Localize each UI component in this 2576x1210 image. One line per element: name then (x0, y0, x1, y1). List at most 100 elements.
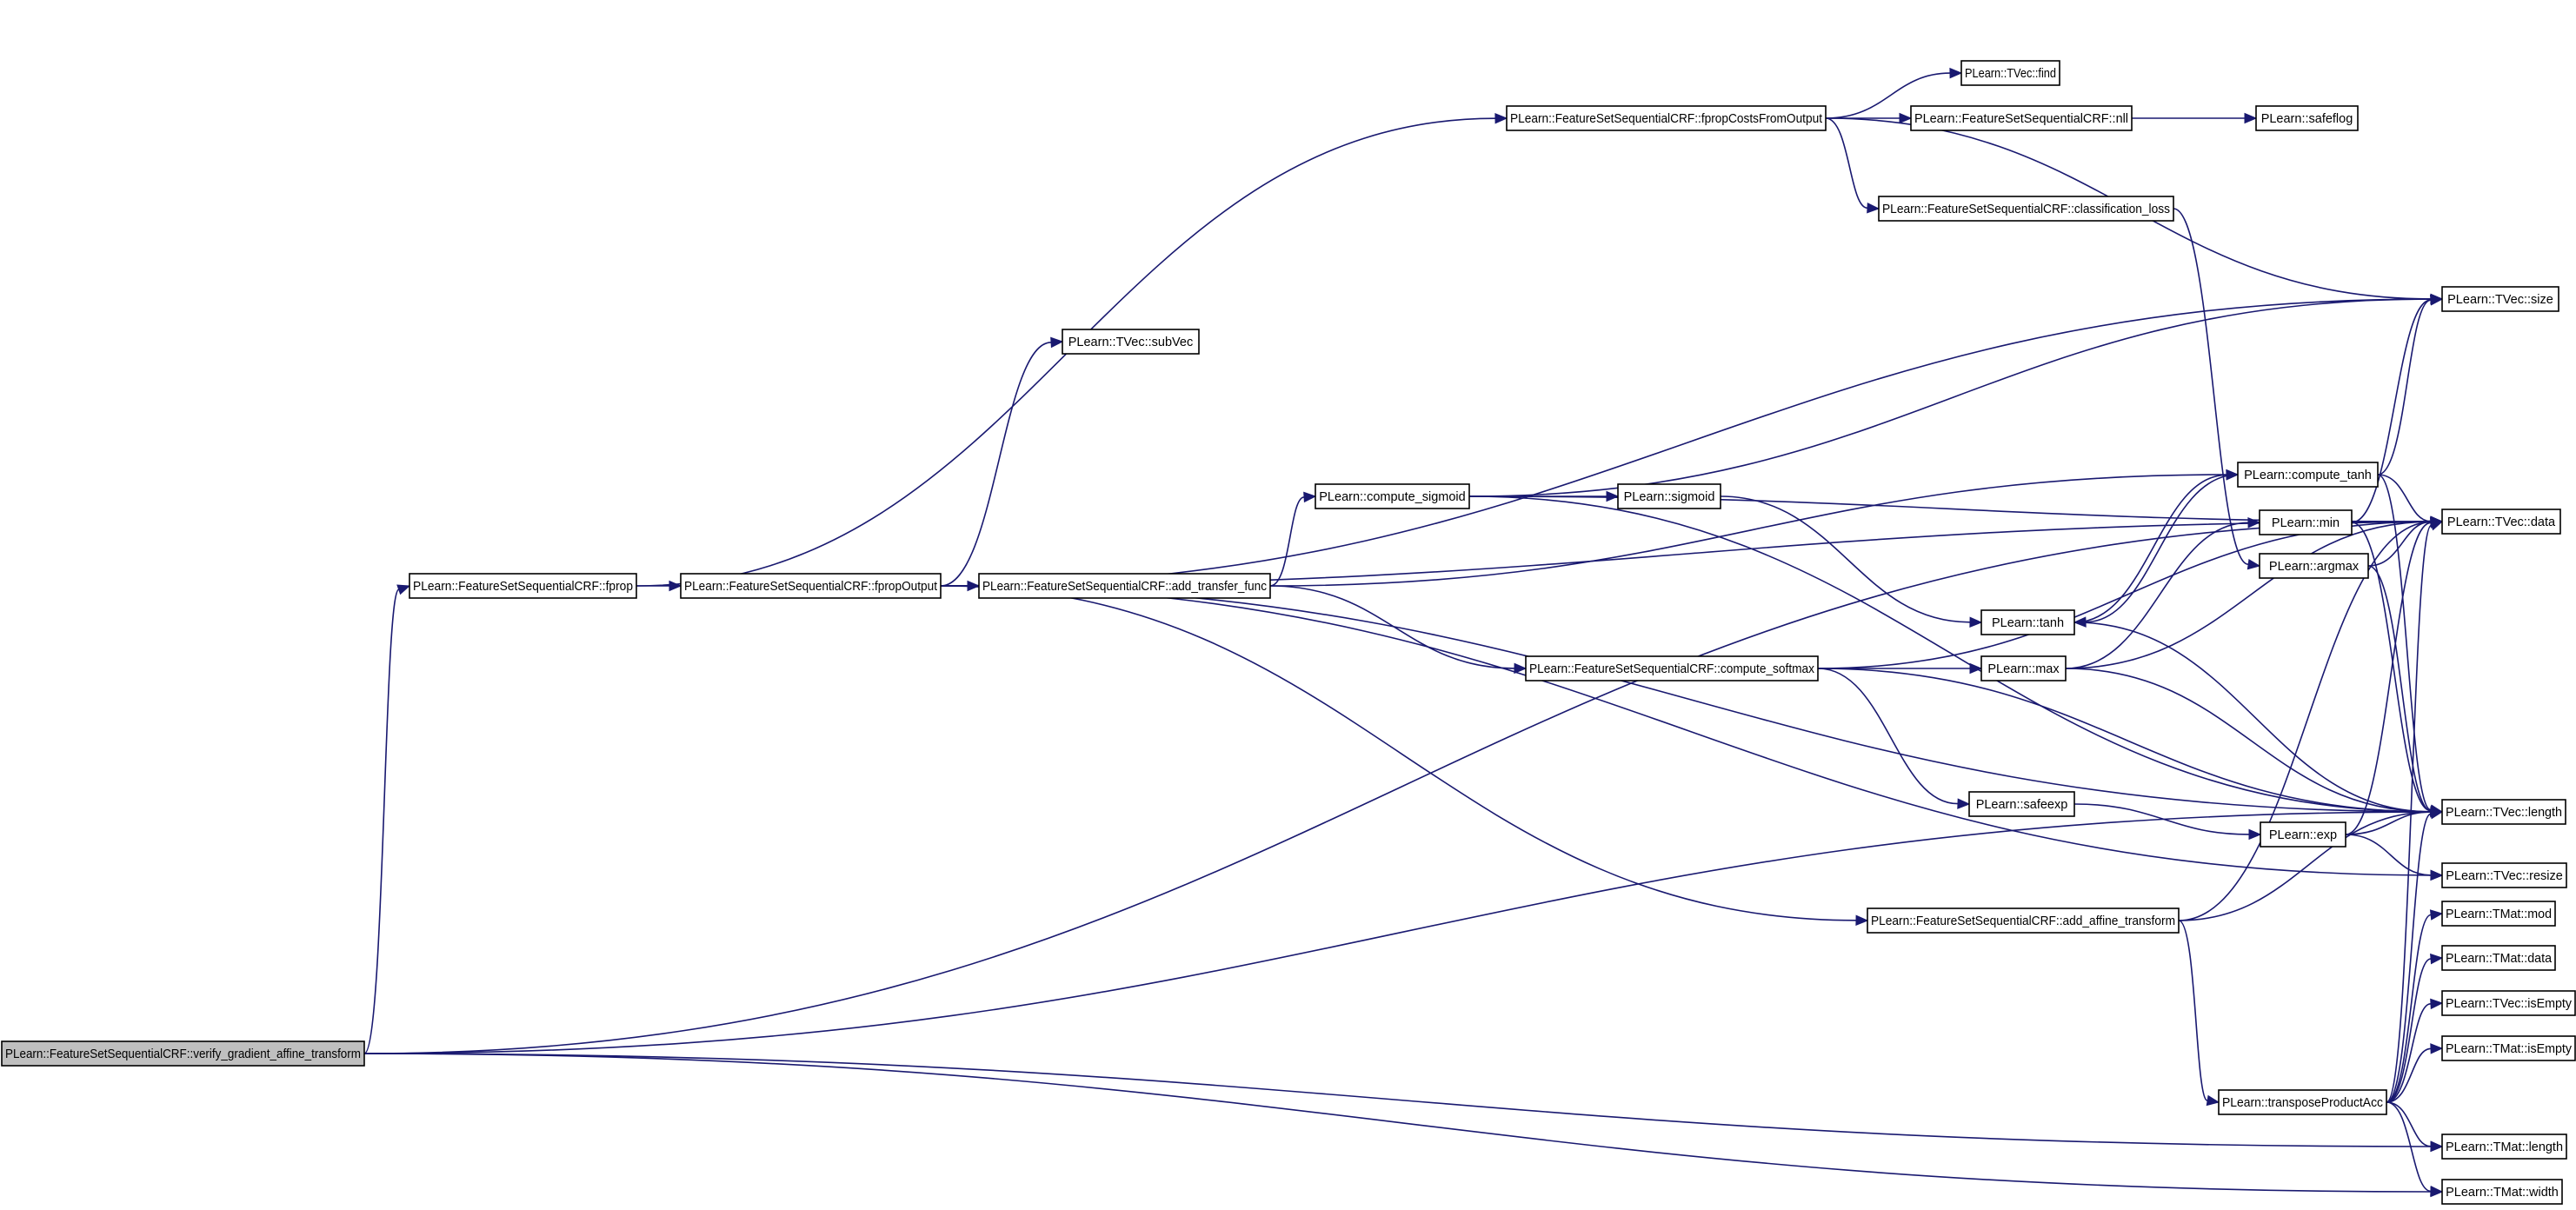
node-tvec_resize[interactable]: PLearn::TVec::resize (2441, 862, 2567, 888)
node-box (2441, 509, 2561, 535)
node-box (1960, 60, 2060, 86)
node-fprop[interactable]: PLearn::FeatureSetSequentialCRF::fprop (409, 573, 637, 599)
edge-line (2073, 622, 2432, 813)
node-add_affine_transform[interactable]: PLearn::FeatureSetSequentialCRF::add_aff… (1867, 908, 2180, 934)
node-tvec_isEmpty[interactable]: PLearn::TVec::isEmpty (2441, 990, 2576, 1016)
node-label: PLearn::max (1987, 662, 2060, 676)
edge-line (2386, 524, 2433, 1103)
edge-line (940, 585, 1857, 921)
arrowhead-icon (2429, 520, 2444, 531)
call-graph-edges (363, 67, 2444, 1198)
node-tvec_size[interactable]: PLearn::TVec::size (2441, 286, 2559, 312)
node-tvec_data[interactable]: PLearn::TVec::data (2441, 509, 2561, 535)
node-box (1062, 329, 1200, 355)
node-transposeProductAcc[interactable]: PLearn::transposeProductAcc (2218, 1089, 2387, 1115)
arrowhead-icon (1514, 662, 1528, 675)
edge-argmax-to-tvec_length (2367, 565, 2444, 816)
edge-line (1817, 668, 2432, 813)
node-add_transfer_func[interactable]: PLearn::FeatureSetSequentialCRF::add_tra… (978, 573, 1271, 599)
arrowhead-icon (396, 584, 411, 595)
node-tmat_data[interactable]: PLearn::TMat::data (2441, 945, 2556, 971)
node-label: PLearn::exp (2269, 828, 2337, 842)
node-box (1968, 791, 2075, 817)
edge-line (1817, 668, 1959, 805)
arrowhead-icon (2429, 909, 2444, 921)
node-box (1617, 483, 1721, 509)
arrowhead-icon (2429, 808, 2444, 820)
node-compute_softmax[interactable]: PLearn::FeatureSetSequentialCRF::compute… (1525, 655, 1819, 681)
edge-line (2073, 474, 2227, 623)
node-nll[interactable]: PLearn::FeatureSetSequentialCRF::nll (1910, 105, 2133, 131)
node-exp[interactable]: PLearn::exp (2260, 821, 2346, 848)
node-safeflog[interactable]: PLearn::safeflog (2255, 105, 2359, 131)
node-label: PLearn::tanh (1992, 616, 2064, 630)
node-box (2441, 799, 2566, 825)
node-verify_gradient_affine_transform[interactable]: PLearn::FeatureSetSequentialCRF::verify_… (1, 1040, 365, 1067)
arrowhead-icon (2430, 1140, 2444, 1152)
edge-line (1269, 474, 2227, 587)
edge-line (2178, 920, 2208, 1101)
edge-add_transfer_func-to-compute_softmax (1269, 585, 1528, 675)
node-argmax[interactable]: PLearn::argmax (2259, 553, 2369, 579)
node-box (1315, 483, 1470, 509)
node-max[interactable]: PLearn::max (1980, 655, 2067, 681)
node-safeexp[interactable]: PLearn::safeexp (1968, 791, 2075, 817)
node-sigmoid[interactable]: PLearn::sigmoid (1617, 483, 1721, 509)
edge-transposeProductAcc-to-tvec_length (2386, 808, 2444, 1103)
node-label: PLearn::FeatureSetSequentialCRF::fpropOu… (684, 580, 937, 594)
node-find[interactable]: PLearn::TVec::find (1960, 60, 2060, 86)
arrowhead-icon (2206, 1094, 2220, 1107)
arrowhead-icon (1050, 336, 1064, 349)
node-subVec[interactable]: PLearn::TVec::subVec (1062, 329, 1200, 355)
node-label: PLearn::TVec::data (2447, 515, 2556, 529)
edge-fpropOutput-to-subVec (940, 336, 1064, 587)
edge-line (1468, 495, 2432, 813)
node-tmat_mod[interactable]: PLearn::TMat::mod (2441, 901, 2556, 927)
edge-line (363, 1053, 2432, 1193)
node-classification_loss[interactable]: PLearn::FeatureSetSequentialCRF::classif… (1878, 196, 2174, 222)
node-box (1910, 105, 2133, 131)
node-label: PLearn::FeatureSetSequentialCRF::fprop (413, 580, 633, 594)
edge-line (2367, 565, 2432, 812)
node-tmat_width[interactable]: PLearn::TMat::width (2441, 1179, 2563, 1205)
arrowhead-icon (2247, 558, 2261, 570)
arrowhead-icon (2430, 1043, 2444, 1054)
edge-line (363, 1053, 2432, 1147)
node-tanh[interactable]: PLearn::tanh (1980, 609, 2075, 635)
node-fpropOutput[interactable]: PLearn::FeatureSetSequentialCRF::fpropOu… (680, 573, 942, 599)
edge-tanh-to-compute_tanh (2073, 469, 2240, 623)
node-label: PLearn::TVec::length (2446, 806, 2562, 820)
edge-verify_gradient_affine_transform-to-tvec_data (363, 515, 2444, 1054)
node-label: PLearn::TVec::find (1965, 67, 2056, 81)
edge-line (940, 585, 2432, 876)
node-box (2255, 105, 2359, 131)
node-box (2441, 990, 2576, 1016)
node-min[interactable]: PLearn::min (2259, 509, 2353, 535)
edge-line (1269, 496, 1305, 587)
node-tmat_length[interactable]: PLearn::TMat::length (2441, 1134, 2567, 1160)
arrowhead-icon (2430, 953, 2444, 965)
node-label: PLearn::TVec::isEmpty (2446, 997, 2573, 1011)
arrowhead-icon (1303, 491, 1317, 503)
node-compute_tanh[interactable]: PLearn::compute_tanh (2237, 462, 2379, 488)
node-box (2441, 286, 2559, 312)
node-label: PLearn::TVec::subVec (1068, 336, 1193, 349)
edge-line (2386, 958, 2432, 1103)
node-box (2259, 553, 2369, 579)
node-compute_sigmoid[interactable]: PLearn::compute_sigmoid (1315, 483, 1470, 509)
arrowhead-icon (1899, 112, 1913, 124)
edge-line (2386, 1002, 2432, 1103)
edge-fpropOutput-to-add_affine_transform (940, 585, 1869, 927)
node-box (2441, 1179, 2563, 1205)
node-tmat_isEmpty[interactable]: PLearn::TMat::isEmpty (2441, 1035, 2576, 1061)
arrowhead-icon (2430, 294, 2444, 306)
node-fpropCostsFromOutput[interactable]: PLearn::FeatureSetSequentialCRF::fpropCo… (1506, 105, 1827, 131)
arrowhead-icon (2248, 828, 2262, 841)
arrowhead-icon (1606, 490, 1620, 502)
edge-compute_tanh-to-tanh (2073, 474, 2239, 628)
node-tvec_length[interactable]: PLearn::TVec::length (2441, 799, 2566, 825)
node-label: PLearn::safeexp (1976, 798, 2068, 812)
edge-line (2345, 522, 2432, 835)
node-box (978, 573, 1271, 599)
